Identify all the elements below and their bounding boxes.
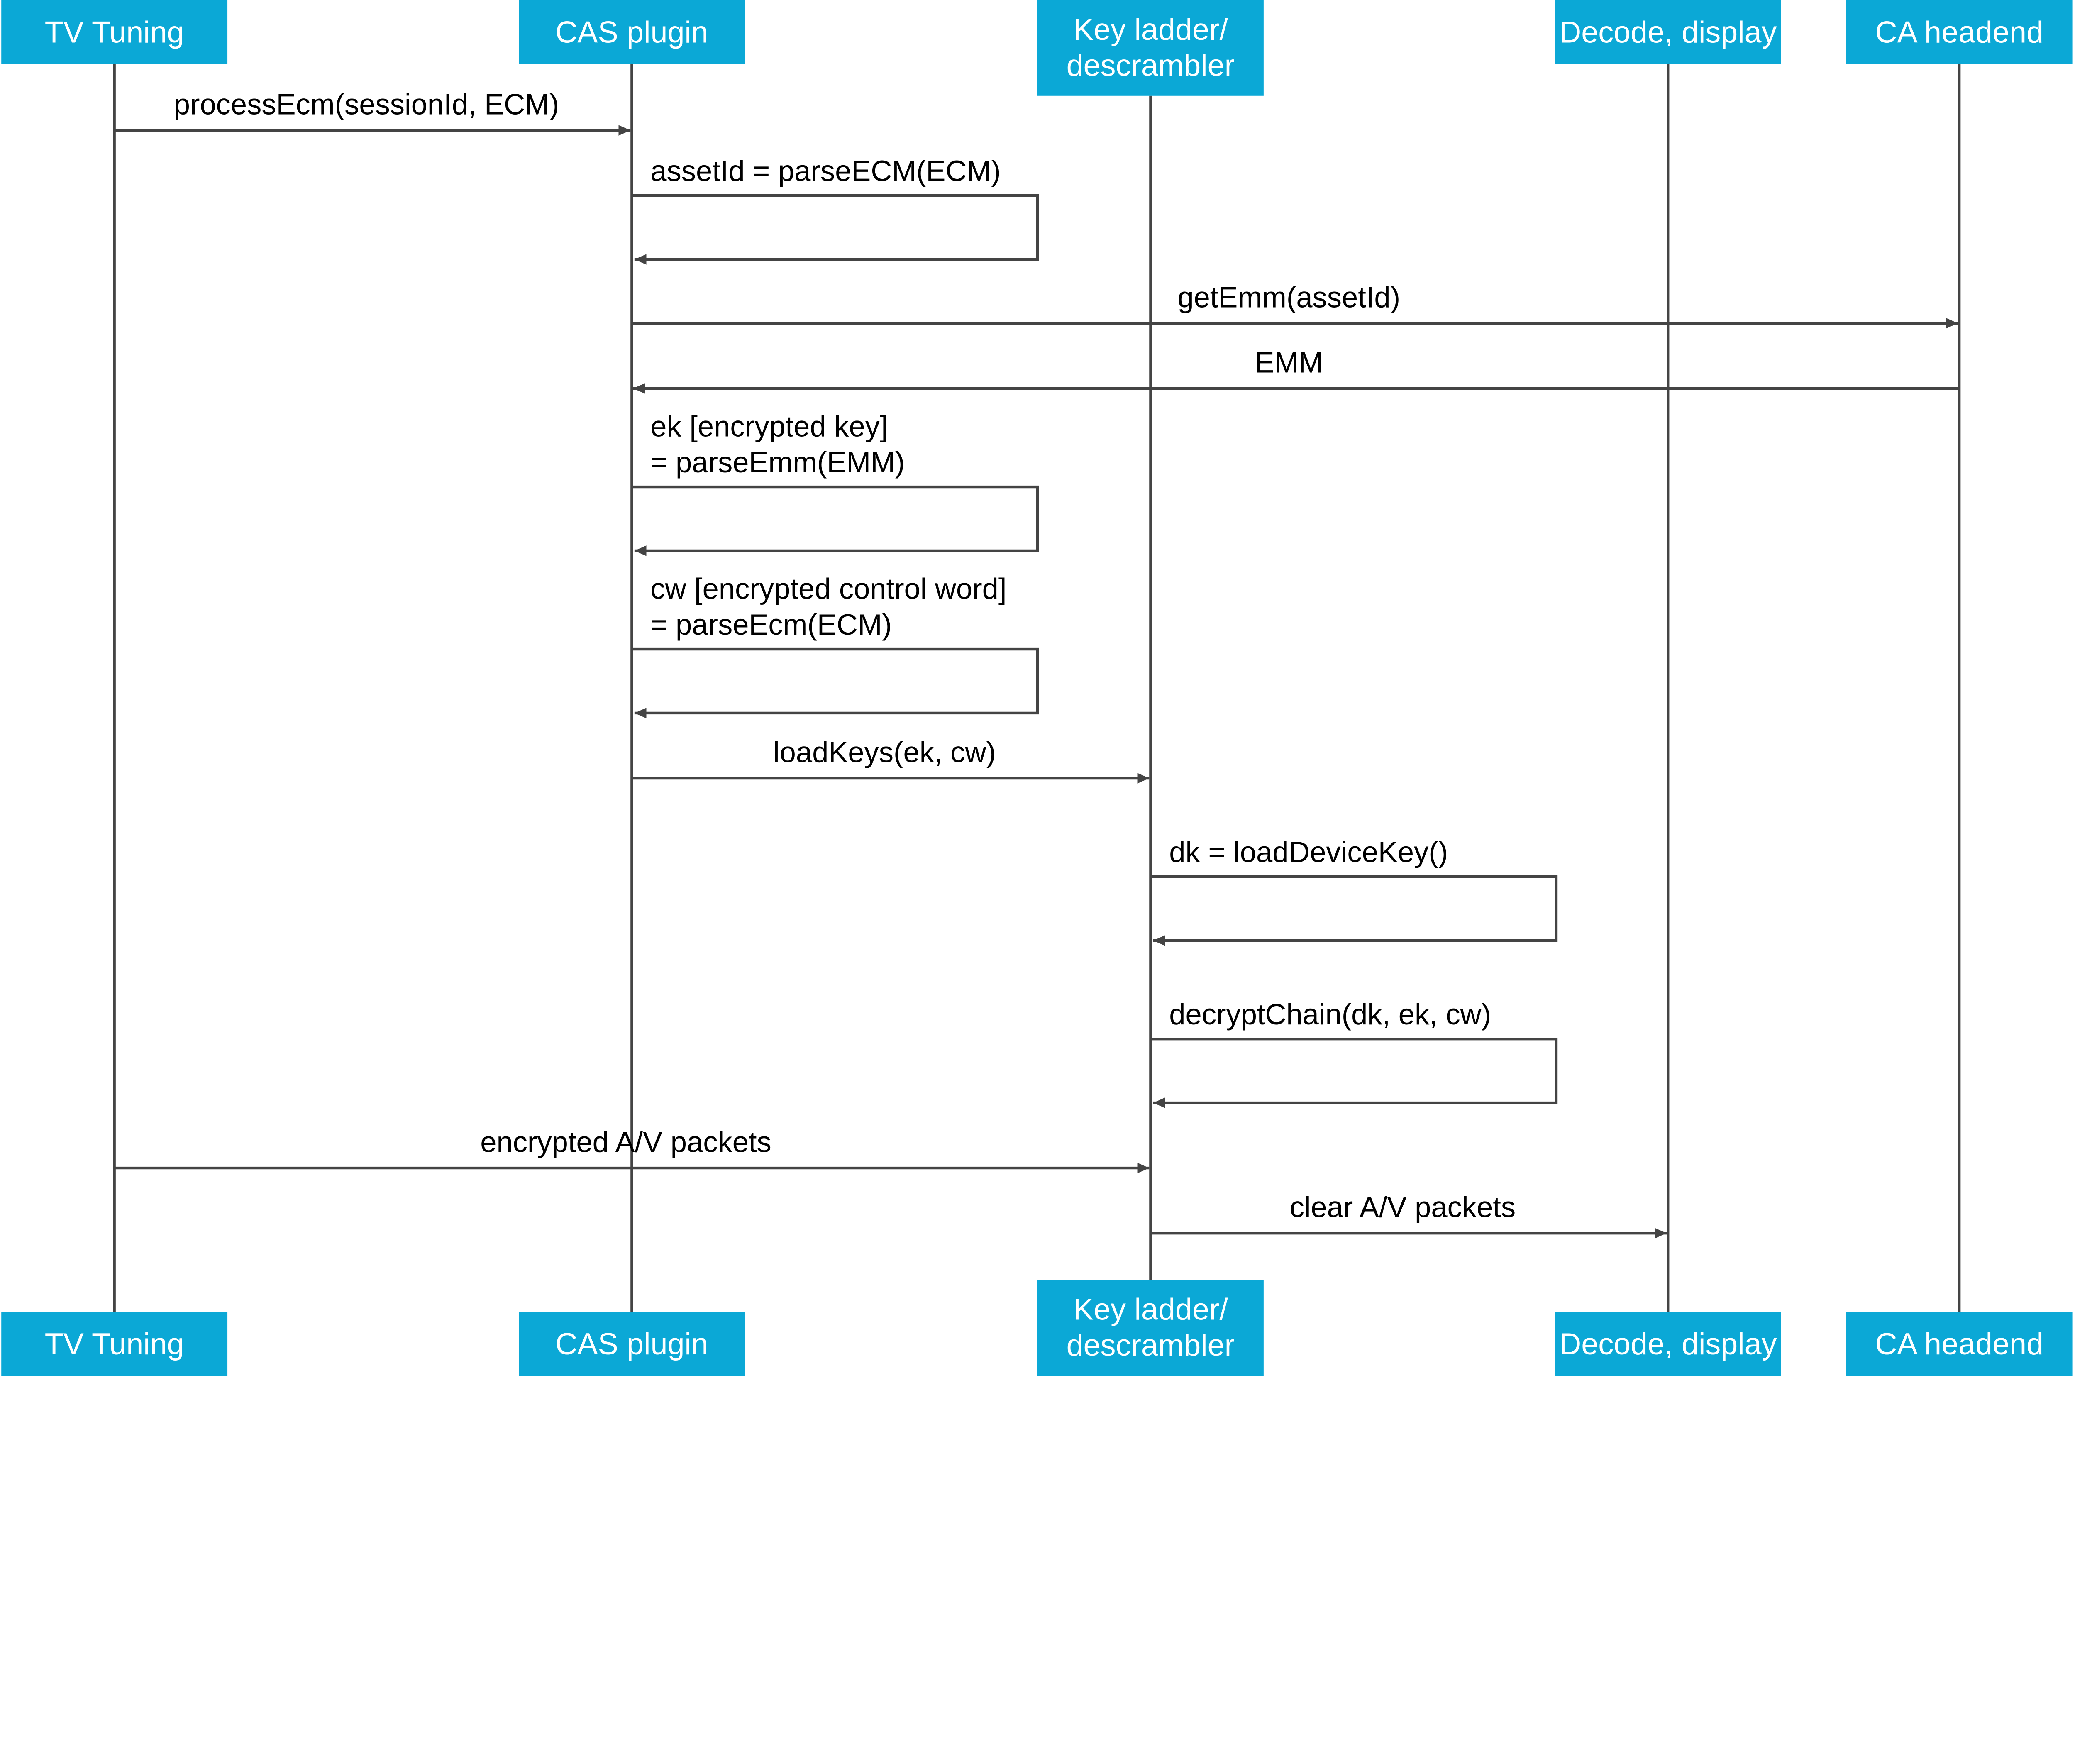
participant-box — [1555, 0, 1781, 64]
participant-box — [1846, 1312, 2073, 1376]
participant-decode-bottom[interactable]: Decode, display — [1555, 1312, 1781, 1376]
participant-tv-bottom[interactable]: TV Tuning — [1, 1312, 228, 1376]
participant-keyladder-bottom[interactable]: Key ladder/descrambler — [1037, 1280, 1264, 1376]
participant-label: Decode, display — [1559, 15, 1777, 49]
participant-decode-top[interactable]: Decode, display — [1555, 0, 1781, 64]
message-label: cw [encrypted control word] — [650, 572, 1006, 605]
message-label: = parseEmm(EMM) — [650, 446, 905, 479]
participant-label: Decode, display — [1559, 1327, 1777, 1361]
message-label: assetId = parseECM(ECM) — [650, 154, 1001, 187]
message-label: getEmm(assetId) — [1177, 281, 1400, 313]
message-7: loadKeys(ek, cw) — [632, 736, 1150, 784]
message-3: getEmm(assetId) — [632, 281, 1958, 329]
message-label: decryptChain(dk, ek, cw) — [1169, 998, 1491, 1031]
participant-label: Key ladder/ — [1073, 1292, 1228, 1326]
participant-label: Key ladder/ — [1073, 12, 1228, 46]
participant-box — [518, 1312, 745, 1376]
self-message-arrow — [633, 194, 1039, 265]
participant-cas-top[interactable]: CAS plugin — [518, 0, 745, 64]
message-9: decryptChain(dk, ek, cw) — [1152, 998, 1558, 1108]
lifelines — [113, 64, 1961, 1312]
self-message-arrow — [633, 647, 1039, 718]
sequence-diagram: processEcm(sessionId, ECM) assetId = pars… — [1, 0, 2073, 1376]
participant-box — [1037, 1280, 1264, 1376]
message-label: processEcm(sessionId, ECM) — [174, 88, 559, 121]
participant-box — [1037, 0, 1264, 96]
message-label: encrypted A/V packets — [480, 1126, 771, 1158]
participant-box — [1, 0, 228, 64]
participant-label: TV Tuning — [45, 1327, 184, 1361]
participant-label: CA headend — [1875, 15, 2043, 49]
message-6: cw [encrypted control word]= parseEcm(EC… — [633, 572, 1039, 718]
message-11: clear A/V packets — [1150, 1191, 1667, 1239]
participant-label: CAS plugin — [555, 1327, 708, 1361]
self-message-arrow — [1152, 1037, 1558, 1108]
participant-label: CA headend — [1875, 1327, 2043, 1361]
self-message-arrow — [1152, 875, 1558, 946]
participant-box — [1555, 1312, 1781, 1376]
participant-label: descrambler — [1067, 1328, 1235, 1362]
participant-keyladder-top[interactable]: Key ladder/descrambler — [1037, 0, 1264, 96]
participant-tv-top[interactable]: TV Tuning — [1, 0, 228, 64]
message-label: dk = loadDeviceKey() — [1169, 836, 1448, 868]
participant-headend-top[interactable]: CA headend — [1846, 0, 2073, 64]
message-label: EMM — [1255, 346, 1323, 379]
message-10: encrypted A/V packets — [114, 1126, 1150, 1173]
message-5: ek [encrypted key] = parseEmm(EMM) — [633, 410, 1039, 556]
message-label: loadKeys(ek, cw) — [773, 736, 996, 769]
self-message-arrow — [633, 485, 1039, 556]
participant-label: descrambler — [1067, 48, 1235, 83]
participant-box — [1846, 0, 2073, 64]
participant-box — [1, 1312, 228, 1376]
participant-label: TV Tuning — [45, 15, 184, 49]
message-1: processEcm(sessionId, ECM) — [114, 88, 631, 136]
messages: processEcm(sessionId, ECM) assetId = pars… — [114, 88, 1960, 1239]
message-label: = parseEcm(ECM) — [650, 608, 892, 641]
message-label: ek [encrypted key] — [650, 410, 888, 442]
message-8: dk = loadDeviceKey() — [1152, 836, 1558, 946]
participant-headend-bottom[interactable]: CA headend — [1846, 1312, 2073, 1376]
message-label: clear A/V packets — [1289, 1191, 1516, 1224]
message-4: EMM — [633, 346, 1960, 394]
participant-label: CAS plugin — [555, 15, 708, 49]
participant-box — [518, 0, 745, 64]
message-2: assetId = parseECM(ECM) — [633, 154, 1039, 265]
participant-cas-bottom[interactable]: CAS plugin — [518, 1312, 745, 1376]
